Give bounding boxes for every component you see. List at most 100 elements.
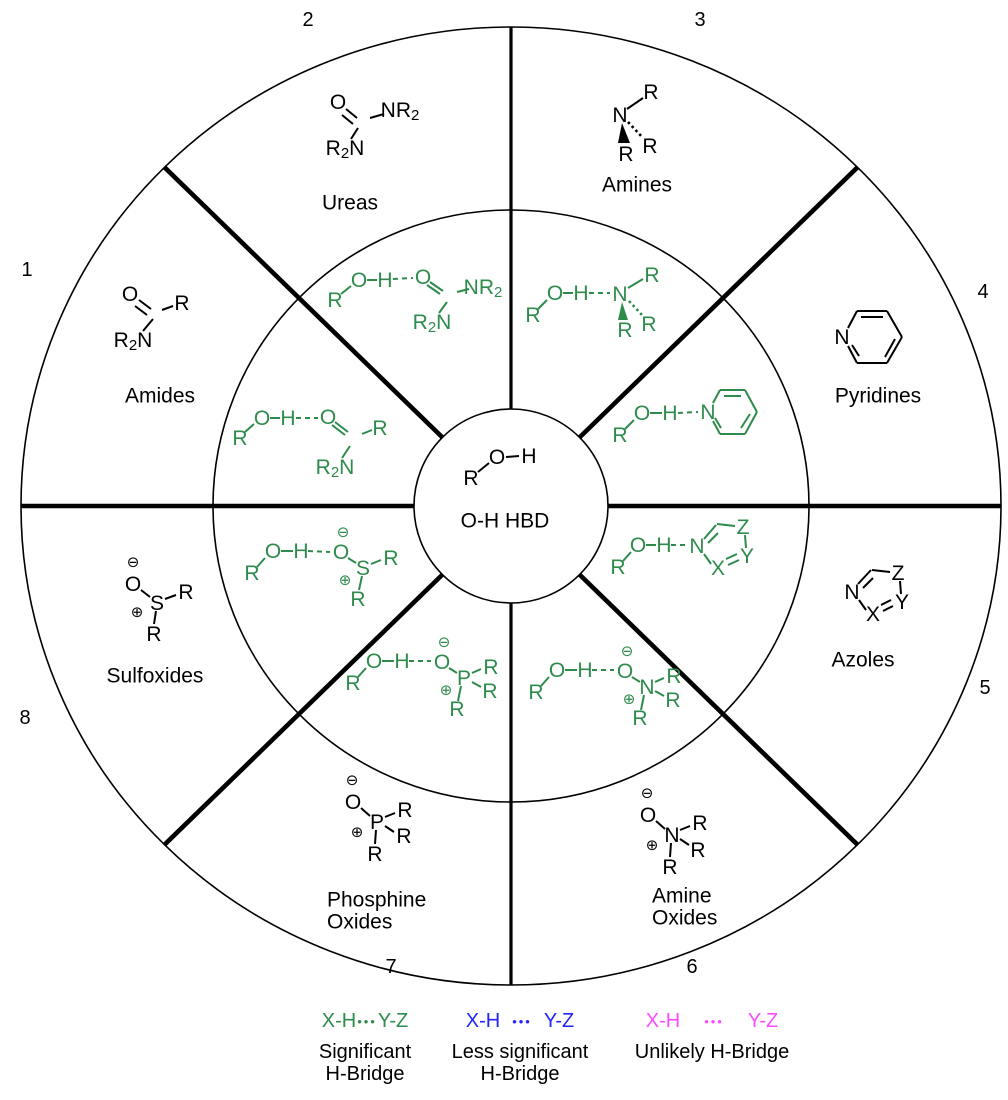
legend-caption-line: Significant (318, 1041, 412, 1063)
svg-text:Y: Y (895, 591, 909, 614)
legend-xh-text: X-H (465, 1009, 501, 1032)
svg-text:N: N (689, 535, 704, 558)
svg-text:NR2: NR2 (464, 276, 503, 301)
legend-swatch-less-significant: X-H ••• Y-Z (430, 1008, 610, 1034)
legend-caption-line: Less significant (451, 1041, 589, 1063)
hbond-dots-icon: ••• (357, 1013, 377, 1029)
hbond-dots-icon: ••• (512, 1013, 532, 1029)
svg-text:N: N (612, 104, 627, 127)
svg-text:O: O (320, 406, 336, 429)
svg-text:R: R (666, 665, 681, 688)
svg-text:R: R (483, 656, 498, 679)
svg-text:O: O (351, 269, 367, 292)
svg-text:R2N: R2N (114, 329, 153, 354)
legend-yz-text: Y-Z (543, 1009, 575, 1032)
svg-text:⊖: ⊖ (621, 643, 634, 660)
svg-text:⊕: ⊕ (351, 824, 364, 841)
svg-text:R: R (643, 81, 658, 104)
svg-text:R: R (345, 672, 360, 695)
svg-text:R: R (146, 623, 161, 646)
svg-text:O: O (265, 540, 281, 563)
svg-text:O: O (617, 660, 633, 683)
amine-oxides-structure: ⊖ON⊕RRR (640, 785, 708, 879)
pyridines-structure: N (834, 310, 903, 364)
svg-text:⊕: ⊕ (339, 572, 352, 589)
legend-swatch-significant: X-H•••Y-Z (285, 1008, 445, 1034)
svg-text:R: R (232, 427, 247, 450)
svg-text:P: P (457, 667, 471, 690)
legend-caption-significant: Significant H-Bridge (285, 1041, 445, 1085)
sector-divider-225 (162, 165, 445, 440)
svg-text:O: O (122, 283, 138, 306)
svg-text:O: O (434, 651, 450, 674)
svg-text:H: H (577, 659, 592, 682)
legend-caption-line: H-Bridge (480, 1063, 560, 1085)
label-center-ohhbd: O-H HBD (461, 510, 550, 533)
sector-divider-45 (577, 572, 860, 847)
svg-text:⊖: ⊖ (438, 634, 451, 651)
sector-number-3: 3 (694, 9, 705, 31)
svg-text:O: O (345, 791, 361, 814)
svg-text:N: N (700, 401, 715, 424)
svg-text:R: R (525, 304, 540, 327)
svg-text:X: X (711, 557, 725, 580)
svg-text:H: H (521, 445, 536, 468)
svg-text:O: O (630, 534, 646, 557)
label-amines: Amines (602, 174, 672, 197)
svg-text:R: R (692, 812, 707, 835)
sector-number-7: 7 (385, 956, 396, 978)
svg-text:⊕: ⊕ (131, 604, 144, 621)
svg-text:H: H (573, 282, 588, 305)
svg-text:S: S (150, 592, 164, 615)
phosphine-oxides-structure: ⊖OP⊕RRR (345, 772, 413, 866)
legend-yz-text: Y-Z (747, 1009, 779, 1032)
svg-text:R: R (383, 547, 398, 570)
sector-number-4: 4 (977, 281, 988, 303)
svg-text:O: O (366, 650, 382, 673)
svg-text:R2N: R2N (316, 456, 355, 481)
svg-text:R: R (350, 588, 365, 611)
svg-text:O: O (125, 573, 141, 596)
legend-xh-text: X-H (321, 1009, 357, 1032)
svg-text:NR2: NR2 (381, 99, 420, 124)
svg-text:N: N (639, 676, 654, 699)
svg-text:Z: Z (737, 516, 750, 539)
svg-text:R: R (662, 856, 677, 879)
svg-text:O: O (640, 804, 656, 827)
label-ureas: Ureas (322, 192, 378, 215)
svg-text:R: R (644, 264, 659, 287)
svg-text:H: H (662, 402, 677, 425)
svg-text:R2N: R2N (326, 137, 365, 162)
svg-text:R: R (641, 313, 656, 336)
svg-text:H: H (280, 407, 295, 430)
svg-text:R: R (397, 799, 412, 822)
svg-text:R: R (690, 839, 705, 862)
legend-item-unlikely: X-H•••Y-Z Unlikely H-Bridge (622, 1008, 802, 1064)
svg-text:N: N (844, 581, 859, 604)
label-sulfoxides: Sulfoxides (107, 665, 204, 688)
svg-text:R: R (610, 556, 625, 579)
label-azoles: Azoles (831, 649, 894, 672)
svg-text:R: R (482, 680, 497, 703)
svg-text:H: H (394, 650, 409, 673)
label-phosphine-oxides-line1: Phosphine (327, 889, 426, 912)
sector-number-1: 1 (21, 259, 32, 281)
svg-text:R: R (372, 417, 387, 440)
legend-swatch-unlikely: X-H•••Y-Z (622, 1008, 802, 1034)
hbond-dots-icon: ••• (704, 1013, 724, 1029)
svg-text:R: R (528, 681, 543, 704)
svg-text:R: R (178, 581, 193, 604)
label-amine-oxides-line2: Oxides (652, 907, 717, 930)
svg-text:O: O (330, 91, 346, 114)
label-pyridines: Pyridines (835, 385, 921, 408)
svg-text:R: R (367, 843, 382, 866)
svg-text:N: N (834, 326, 849, 349)
